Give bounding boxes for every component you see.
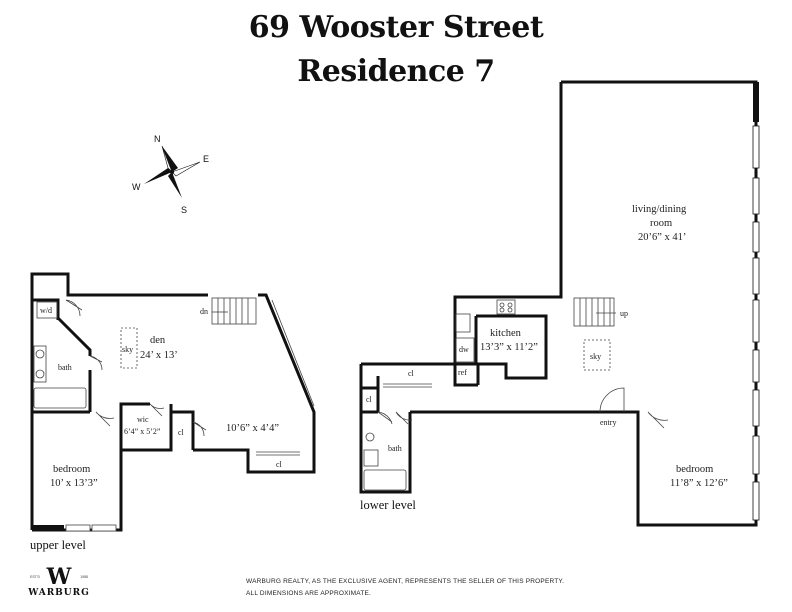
label-wic-dims: 6’4” x 5’2” xyxy=(124,427,161,436)
label-den-dims: 24’ x 13’ xyxy=(140,350,178,361)
disclaimer-line-2: ALL DIMENSIONS ARE APPROXIMATE. xyxy=(246,590,372,597)
label-bath-upper: bath xyxy=(58,363,72,372)
label-cl-lower-2: cl xyxy=(366,395,373,404)
label-wic: wic xyxy=(137,415,149,424)
label-kitchen-dims: 13’3” x 11’2” xyxy=(480,342,538,353)
label-den: den xyxy=(150,335,166,346)
label-sky-lower: sky xyxy=(590,352,601,361)
label-cl-upper-1: cl xyxy=(178,428,185,437)
warburg-logo: EST'D 1988 W WARBURG xyxy=(24,566,94,598)
label-bath-lower: bath xyxy=(388,444,402,453)
label-lower-level: lower level xyxy=(360,498,416,512)
label-bedroom-upper: bedroom xyxy=(53,464,90,475)
label-bedroom-lower-dims: 11’8” x 12’6” xyxy=(670,478,728,489)
label-upper-level: upper level xyxy=(30,538,86,552)
compass-s: S xyxy=(181,205,187,215)
upper-level-fixtures xyxy=(33,297,315,532)
label-up: up xyxy=(620,309,628,318)
label-hall-dims: 10’6” x 4’4” xyxy=(226,423,279,434)
label-entry: entry xyxy=(600,418,616,427)
disclaimer-line-1: WARBURG REALTY, AS THE EXCLUSIVE AGENT, … xyxy=(246,578,565,585)
label-living: living/dining xyxy=(632,204,687,215)
upper-window-dark xyxy=(32,525,64,531)
lower-level-fixtures xyxy=(363,297,669,491)
label-living-dims: 20’6” x 41’ xyxy=(638,232,686,243)
label-cl-lower-1: cl xyxy=(408,369,415,378)
brand-name: WARBURG xyxy=(28,588,90,598)
logo-tick-left: EST'D xyxy=(30,575,41,579)
label-sky-upper: sky xyxy=(122,345,133,354)
label-living-room: room xyxy=(650,218,672,229)
label-dn: dn xyxy=(200,307,208,316)
label-wd: w/d xyxy=(40,306,52,315)
compass-w: W xyxy=(132,182,141,192)
label-dw: dw xyxy=(459,345,469,354)
logo-tick-right: 1988 xyxy=(80,575,88,579)
label-cl-upper-2: cl xyxy=(276,460,283,469)
compass-rose-icon xyxy=(144,145,201,198)
label-bedroom-upper-dims: 10’ x 13’3” xyxy=(50,478,98,489)
label-bedroom-lower: bedroom xyxy=(676,464,713,475)
lower-windows xyxy=(752,82,760,521)
title-address: 69 Wooster Street xyxy=(248,10,544,45)
disclaimer: WARBURG REALTY, AS THE EXCLUSIVE AGENT, … xyxy=(246,576,564,600)
compass-e: E xyxy=(203,154,209,164)
label-ref: ref xyxy=(458,368,467,377)
upper-level-walls xyxy=(30,272,316,532)
compass-n: N xyxy=(154,134,161,144)
lower-level-walls xyxy=(359,80,758,527)
title-residence: Residence 7 xyxy=(297,54,495,89)
label-kitchen: kitchen xyxy=(490,328,522,339)
logo-w-mark-icon: W xyxy=(46,564,72,590)
